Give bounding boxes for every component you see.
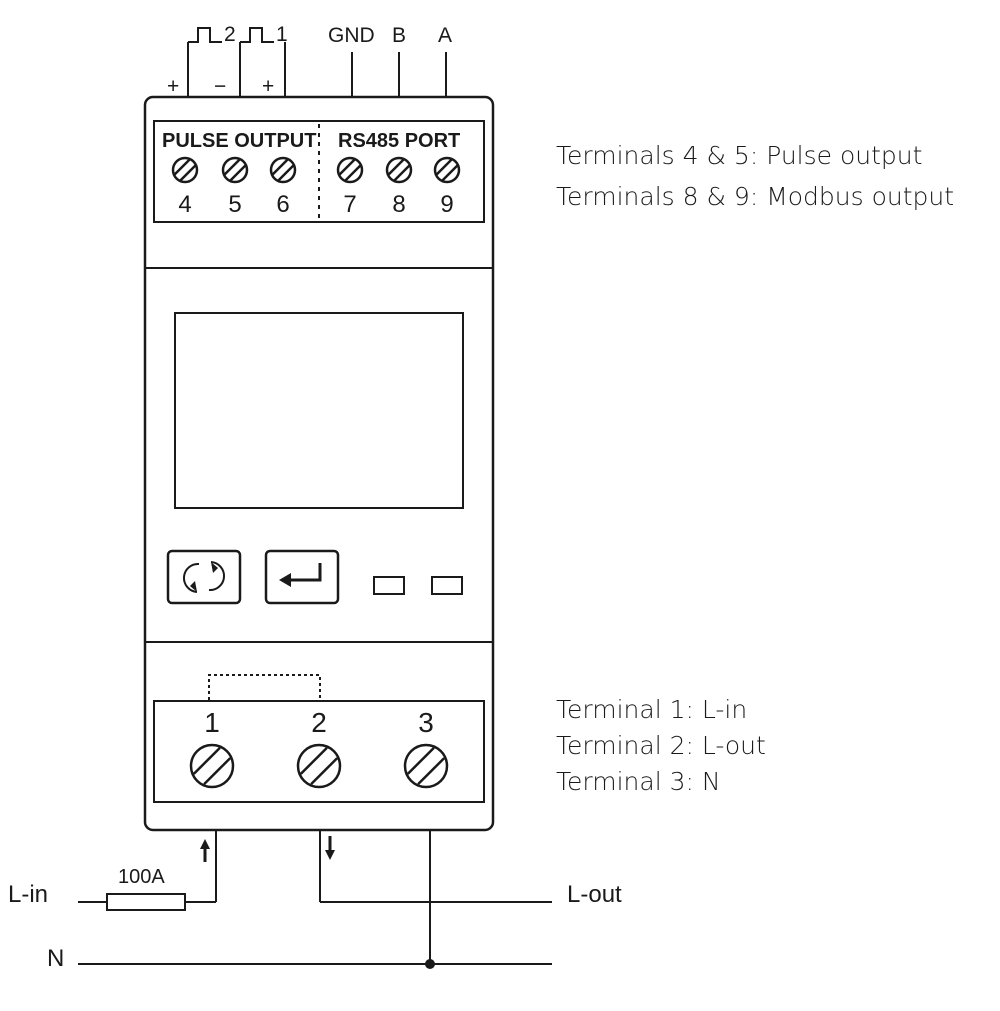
terminal-screw-6 xyxy=(269,156,297,184)
l-in-label: L-in xyxy=(8,881,48,908)
note-terminal-3: Terminal 3: N xyxy=(556,767,721,796)
note-modbus-output: Terminals 8 & 9: Modbus output xyxy=(556,182,954,211)
indicator-led-2 xyxy=(431,576,463,595)
terminal-screw-7 xyxy=(336,156,364,184)
terminal-screw-4 xyxy=(171,156,199,184)
terminal-number-6: 6 xyxy=(276,191,289,218)
pulse-symbol-1 xyxy=(240,27,274,43)
pulse-symbol-2 xyxy=(188,27,222,43)
top-terminal-block xyxy=(153,120,485,223)
n-label: N xyxy=(47,945,64,972)
gnd-label: GND xyxy=(328,24,375,47)
indicator-led-1 xyxy=(373,576,405,595)
pulse-output-label: PULSE OUTPUT xyxy=(162,130,316,152)
junction-dot xyxy=(425,959,435,969)
terminal-screw-5 xyxy=(221,156,249,184)
arrow-down-icon xyxy=(325,836,335,860)
terminal-number-3: 3 xyxy=(418,707,434,738)
b-label: B xyxy=(392,24,406,47)
terminal-screw-2 xyxy=(296,743,342,789)
top-screws xyxy=(171,156,461,184)
terminal-number-8: 8 xyxy=(392,191,405,218)
enter-icon xyxy=(279,563,322,587)
terminal-number-1: 1 xyxy=(204,707,220,738)
fuse-rating: 100A xyxy=(118,866,165,888)
pulse-label-1: 1 xyxy=(276,23,288,46)
bottom-screws xyxy=(189,743,449,789)
arrow-up-icon xyxy=(200,839,210,862)
bottom-terminal-block xyxy=(153,674,485,803)
rs485-port-label: RS485 PORT xyxy=(338,130,460,152)
note-pulse-output: Terminals 4 & 5: Pulse output xyxy=(556,141,922,170)
terminal-number-9: 9 xyxy=(440,191,453,218)
terminal-number-5: 5 xyxy=(228,191,241,218)
bottom-wiring xyxy=(78,830,552,969)
pulse-label-2: 2 xyxy=(224,23,236,46)
plus-sign-right: + xyxy=(262,75,274,98)
minus-sign: − xyxy=(214,75,226,98)
cycle-icon xyxy=(182,561,226,593)
top-wires xyxy=(187,42,447,98)
terminal-screw-3 xyxy=(403,743,449,789)
scroll-button[interactable] xyxy=(166,549,242,605)
l-out-label: L-out xyxy=(567,881,622,908)
note-terminal-1: Terminal 1: L-in xyxy=(556,695,747,724)
terminal-screw-8 xyxy=(385,156,413,184)
terminal-number-2: 2 xyxy=(311,707,327,738)
fuse xyxy=(106,893,186,911)
terminal-screw-1 xyxy=(189,743,235,789)
terminal-number-7: 7 xyxy=(343,191,356,218)
terminal-number-4: 4 xyxy=(178,191,191,218)
terminal-screw-9 xyxy=(433,156,461,184)
plus-sign-left: + xyxy=(167,75,179,98)
a-label: A xyxy=(438,24,452,47)
lcd-display xyxy=(174,312,464,509)
note-terminal-2: Terminal 2: L-out xyxy=(556,731,766,760)
enter-button[interactable] xyxy=(264,549,340,605)
top-terminal-numbers: 4 5 6 7 8 9 xyxy=(178,191,453,218)
